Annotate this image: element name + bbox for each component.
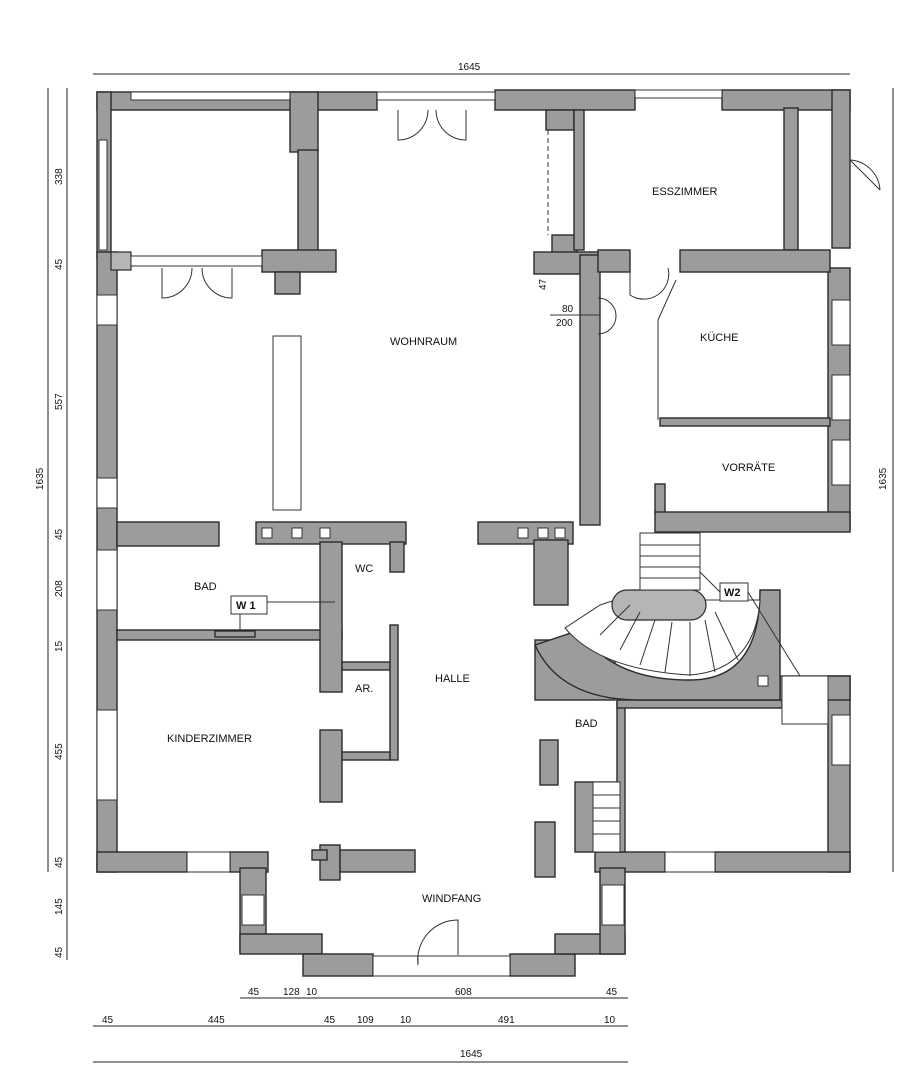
dim-right-total: 1635 xyxy=(878,467,889,490)
dim-top-total: 1645 xyxy=(458,62,481,73)
w2-label: W2 xyxy=(724,587,741,599)
room-kinderzimmer: KINDERZIMMER xyxy=(167,733,252,745)
dim-left-208: 208 xyxy=(54,580,65,597)
room-labels: ESSZIMMER WOHNRAUM KÜCHE VORRÄTE BAD WC … xyxy=(167,186,775,905)
room-halle: HALLE xyxy=(435,673,470,685)
room-kueche: KÜCHE xyxy=(700,332,739,344)
staircase xyxy=(534,532,829,853)
windows xyxy=(96,89,851,977)
room-vorraete: VORRÄTE xyxy=(722,462,775,474)
dimension-lines: 1645 1635 1635 338 45 557 45 208 15 455 … xyxy=(35,62,894,1063)
dim-left-45a: 45 xyxy=(54,258,65,270)
dim-b2-109: 109 xyxy=(357,1015,374,1026)
dim-b2-45b: 45 xyxy=(324,1015,336,1026)
dim-b2-491: 491 xyxy=(498,1015,515,1026)
dim-b1-608: 608 xyxy=(455,987,472,998)
dim-b2-45a: 45 xyxy=(102,1015,114,1026)
dim-left-455: 455 xyxy=(54,743,65,760)
dim-b2-10b: 10 xyxy=(604,1015,616,1026)
dim-left-145: 145 xyxy=(54,898,65,915)
room-bad-left: BAD xyxy=(194,581,217,593)
dim-b1-45b: 45 xyxy=(606,987,618,998)
w1-label: W 1 xyxy=(236,600,256,612)
door-height-label: 200 xyxy=(556,318,573,329)
dim-left-338: 338 xyxy=(54,168,65,185)
dim-left-557: 557 xyxy=(54,393,65,410)
w1-box xyxy=(230,595,268,615)
dim-b1-128: 128 xyxy=(283,987,300,998)
room-bad-right: BAD xyxy=(575,718,598,730)
dim-left-45c: 45 xyxy=(54,856,65,868)
dim-left-45b: 45 xyxy=(54,528,65,540)
door-width-label: 80 xyxy=(562,304,574,315)
room-esszimmer: ESSZIMMER xyxy=(652,186,717,198)
dim-b2-10a: 10 xyxy=(400,1015,412,1026)
markers: W 1 W2 80 200 47 xyxy=(214,278,801,677)
dim-bottom-total: 1645 xyxy=(460,1049,483,1060)
dim-left-total: 1635 xyxy=(35,467,46,490)
chimney-blocks xyxy=(261,527,769,687)
dim-b1-45a: 45 xyxy=(248,987,260,998)
doors xyxy=(161,109,881,966)
dim-left-15: 15 xyxy=(54,640,65,652)
dim-b1-10: 10 xyxy=(306,987,318,998)
room-wc: WC xyxy=(355,563,373,575)
dim-left-45d: 45 xyxy=(54,946,65,958)
room-ar: AR. xyxy=(355,683,373,695)
dim-b2-445: 445 xyxy=(208,1015,225,1026)
room-windfang: WINDFANG xyxy=(422,893,481,905)
room-wohnraum: WOHNRAUM xyxy=(390,336,457,348)
small-dim-label: 47 xyxy=(538,278,549,290)
interior-walls xyxy=(110,91,851,881)
